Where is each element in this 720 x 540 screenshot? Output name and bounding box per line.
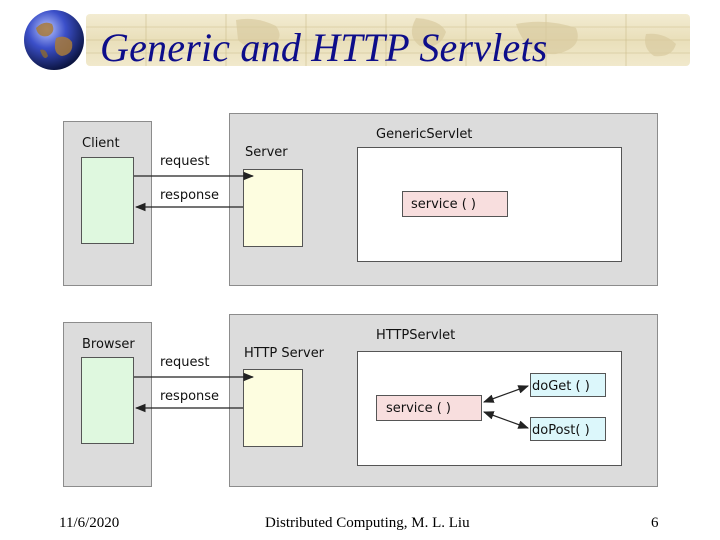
- http-servlet-label: HTTPServlet: [376, 328, 456, 343]
- footer-date: 11/6/2020: [59, 515, 120, 531]
- service-dopost-arrow: [482, 411, 530, 429]
- http-server-label: HTTP Server: [244, 346, 325, 361]
- http-server-box: [243, 369, 303, 447]
- http-response-label: response: [160, 389, 220, 404]
- response-label: response: [160, 188, 220, 203]
- dopost-label: doPost( ): [532, 423, 590, 438]
- servlet-label: GenericServlet: [376, 127, 473, 142]
- footer-course: Distributed Computing, M. L. Liu: [265, 515, 470, 531]
- doget-box: [530, 373, 606, 397]
- http-request-label: request: [160, 355, 210, 370]
- http-service-method-label: service ( ): [386, 401, 451, 416]
- http-service-method-box: [376, 395, 482, 421]
- browser-label: Browser: [82, 337, 135, 352]
- service-doget-arrow: [482, 385, 530, 403]
- server-label: Server: [245, 145, 288, 160]
- footer-page-number: 6: [651, 515, 659, 531]
- title-banner: [86, 14, 690, 66]
- browser-box: [81, 357, 134, 444]
- dopost-box: [530, 417, 606, 441]
- client-box: [81, 157, 134, 244]
- server-box: [243, 169, 303, 247]
- doget-label: doGet ( ): [532, 379, 590, 394]
- map-background: [86, 14, 690, 66]
- slide-title: Generic and HTTP Servlets: [100, 25, 548, 70]
- service-method-label: service ( ): [411, 197, 476, 212]
- request-label: request: [160, 154, 210, 169]
- globe-icon: [24, 10, 84, 70]
- client-label: Client: [82, 136, 120, 151]
- service-method-box: [402, 191, 508, 217]
